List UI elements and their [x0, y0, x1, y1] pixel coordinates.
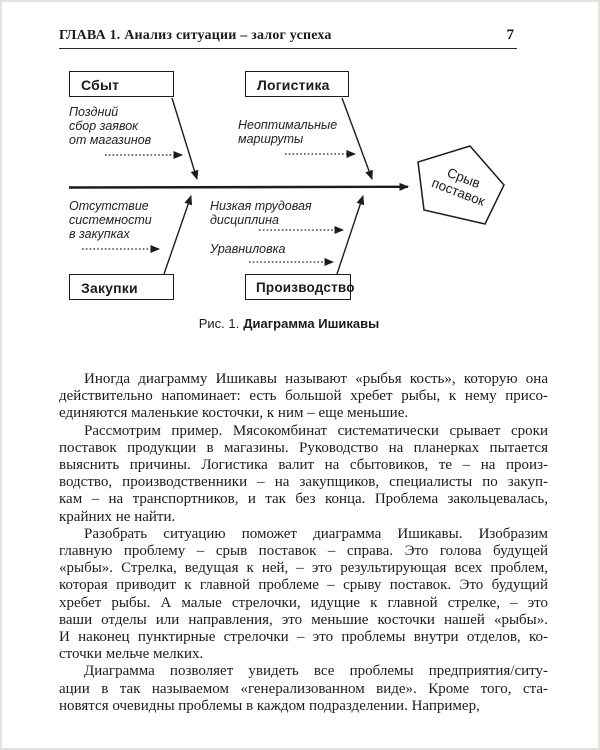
- text-line: Иногда диаграмму Ишикавы называют «рыбья…: [84, 371, 548, 387]
- text-line: сточки мельче мелких.: [59, 646, 204, 663]
- text-line: И наконец пунктирные стрелочки – это про…: [59, 629, 548, 646]
- text-line: действительно напоминает: есть большой х…: [59, 388, 548, 405]
- text-line: ации в так называемом «генерализованном …: [59, 680, 548, 697]
- text-line: ваши отделы или направления, это меньшие…: [59, 611, 548, 628]
- paragraph: Диаграмма позволяет увидеть все проблемы…: [59, 663, 548, 715]
- text-line: которая приводит к главной проблеме – ср…: [59, 577, 548, 594]
- text-line: выяснить причины. Логистика валит на сбы…: [59, 457, 548, 474]
- text-line: «рыбы». Стрелка, ведущая к ней, – это ре…: [59, 560, 548, 577]
- cause-label-routes: Неоптимальные маршруты: [238, 118, 338, 146]
- problem-head-pentagon: [417, 145, 505, 225]
- figure-caption: Рис. 1.Диаграмма Ишикавы: [59, 316, 519, 331]
- category-box-zakupki: Закупки: [69, 274, 174, 300]
- cause-label-late-orders: Поздний сбор заявок от магазинов: [69, 105, 152, 147]
- page-number: 7: [506, 27, 515, 43]
- chapter-header: ГЛАВА 1. Анализ ситуации – залог успеха: [59, 28, 332, 43]
- ishikawa-diagram: [68, 97, 505, 275]
- text-line: крайних не найти.: [59, 508, 176, 525]
- spine-arrow: [68, 182, 409, 191]
- figure-caption-number: Рис. 1.: [198, 316, 240, 331]
- rib-arrow-proizvodstvo: [336, 195, 365, 275]
- text-line: хребет рыбы. А малые стрелочки, идущие к…: [59, 594, 548, 611]
- rib-arrow-logistika: [341, 97, 373, 180]
- body-text: Иногда диаграмму Ишикавы называют «рыбья…: [59, 371, 548, 715]
- paragraph: Иногда диаграмму Ишикавы называют «рыбья…: [59, 371, 548, 423]
- cause-label-discipline: Низкая трудовая дисциплина: [210, 199, 312, 227]
- text-line: Разобрать ситуацию поможет диаграмма Иши…: [84, 525, 548, 542]
- rib-arrow-sbyt: [171, 97, 199, 180]
- figure-caption-title: Диаграмма Ишикавы: [243, 316, 380, 331]
- text-line: новятся очевидны проблемы в каждом подра…: [59, 697, 480, 714]
- category-box-proizvodstvo: Производство: [245, 274, 354, 300]
- text-line: водство, производственники – на закупщик…: [59, 474, 548, 491]
- text-line: Диаграмма позволяет увидеть все проблемы…: [84, 663, 548, 680]
- cause-label-no-system: Отсутствие системности в закупках: [69, 199, 152, 241]
- text-line: поставок продукции в магазины. Руководст…: [59, 439, 548, 456]
- cause-label-uravnilovka: Уравниловка: [210, 242, 286, 256]
- text-line: Рассмотрим пример. Мясокомбинат системат…: [84, 422, 548, 439]
- rib-arrow-zakupki: [163, 195, 192, 275]
- paragraph: Рассмотрим пример. Мясокомбинат системат…: [59, 423, 548, 526]
- category-box-sbyt: Сбыт: [69, 71, 174, 97]
- text-line: единяются маленькие косточки, к ним – ещ…: [59, 405, 409, 422]
- category-box-logistika: Логистика: [245, 71, 349, 97]
- header-rule: [59, 48, 517, 49]
- text-line: кам – на транспортников, и так без конца…: [59, 491, 548, 508]
- paragraph: Разобрать ситуацию поможет диаграмма Иши…: [59, 526, 548, 664]
- text-line: главную проблему – срыв поставок – справ…: [59, 543, 548, 560]
